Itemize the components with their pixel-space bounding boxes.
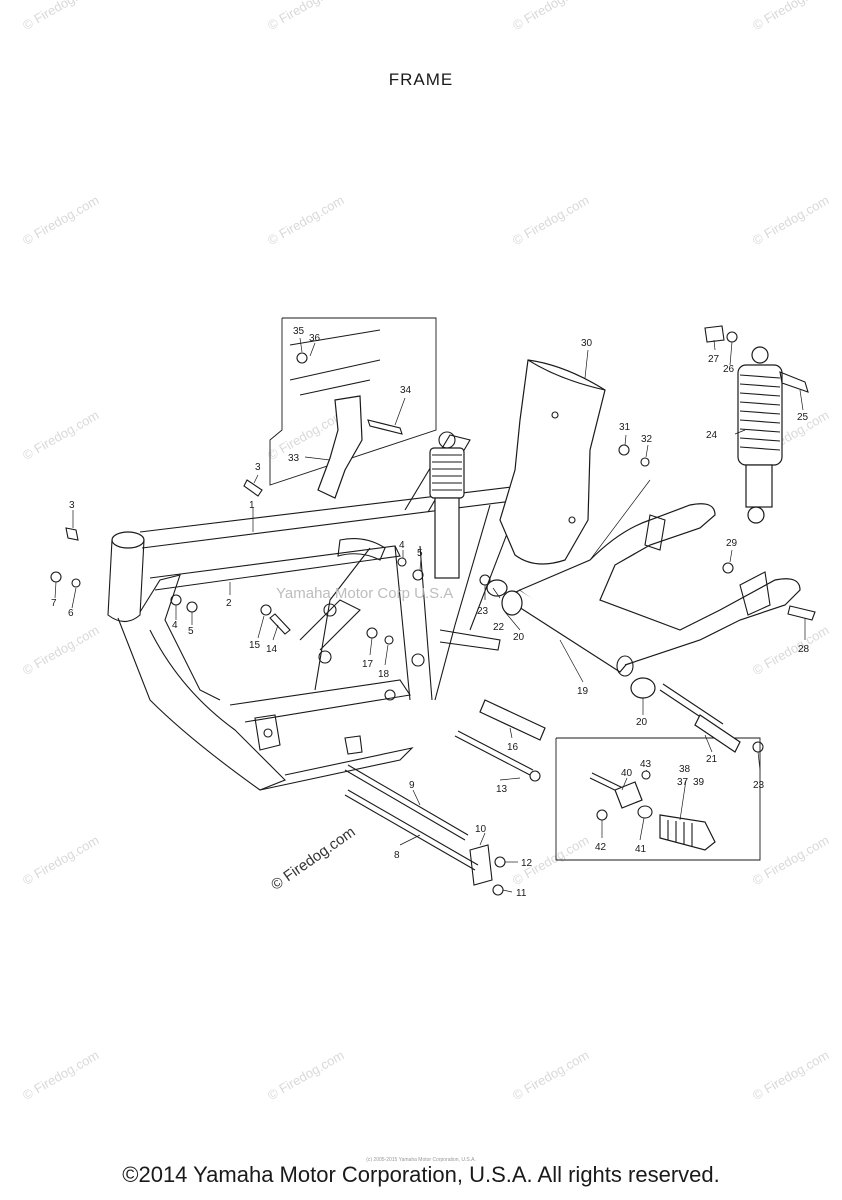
page-title: FRAME [388,70,454,89]
small-hardware [50,444,816,645]
callout-4: 4 [172,620,178,631]
callout-5: 5 [417,548,423,559]
leader-lines [54,337,806,893]
callout-27: 27 [708,354,720,365]
callout-26: 26 [723,364,735,375]
callout-17: 17 [362,659,374,670]
callout-39: 39 [693,777,705,788]
callout-34: 34 [400,385,412,396]
center-watermark: Yamaha Motor Corp U.S.A [276,585,454,602]
swing-arm [501,503,801,677]
callout-1: 1 [249,500,255,511]
steering-head [111,531,145,549]
callout-7: 7 [51,598,57,609]
callout-10: 10 [475,824,487,835]
callout-36: 36 [309,333,321,344]
rear-shock [704,325,809,524]
callout-3: 3 [255,462,261,473]
callout-4: 4 [399,540,405,551]
pivot-shaft [479,574,764,753]
callout-14: 14 [266,644,278,655]
callout-23: 23 [477,606,489,617]
callout-30: 30 [581,338,593,349]
callout-35: 35 [293,326,305,337]
callout-23: 23 [753,780,765,791]
bracket-33 [289,329,403,499]
callout-32: 32 [641,434,653,445]
callout-8: 8 [394,850,400,861]
inset-box-bracket [269,317,437,486]
callout-28: 28 [798,644,810,655]
rear-shock-installed [429,431,465,579]
main-frame [107,434,539,791]
callout-13: 13 [496,784,508,795]
fine-print: (c) 2005-2015 Yamaha Motor Corporation, … [366,1157,476,1163]
callout-24: 24 [706,430,718,441]
callout-37: 37 [677,777,689,788]
callout-18: 18 [378,669,390,680]
callout-33: 33 [288,453,300,464]
callout-29: 29 [726,538,738,549]
callout-38: 38 [679,764,691,775]
callout-3: 3 [69,500,75,511]
callout-42: 42 [595,842,607,853]
callout-2: 2 [226,598,232,609]
inset-box-footrest [555,737,761,861]
callout-25: 25 [797,412,809,423]
callout-6: 6 [68,608,74,619]
callout-20: 20 [636,717,648,728]
callout-labels: 1 2 3 3 4 4 5 5 6 7 8 9 10 11 12 13 14 1… [51,326,810,899]
callout-22: 22 [493,622,505,633]
callout-9: 9 [409,780,415,791]
copyright-notice: ©2014 Yamaha Motor Corporation, U.S.A. A… [122,1162,720,1187]
callout-12: 12 [521,858,533,869]
callout-21: 21 [706,754,718,765]
bolt-13-rod-16 [454,699,546,782]
callout-19: 19 [577,686,589,697]
callout-16: 16 [507,742,519,753]
callout-43: 43 [640,759,652,770]
callout-31: 31 [619,422,631,433]
callout-5: 5 [188,626,194,637]
callout-40: 40 [621,768,633,779]
callout-41: 41 [635,844,647,855]
rear-fender [499,359,606,565]
callout-11: 11 [516,888,527,899]
tie-rods [344,764,506,896]
callout-15: 15 [249,640,261,651]
callout-20: 20 [513,632,525,643]
